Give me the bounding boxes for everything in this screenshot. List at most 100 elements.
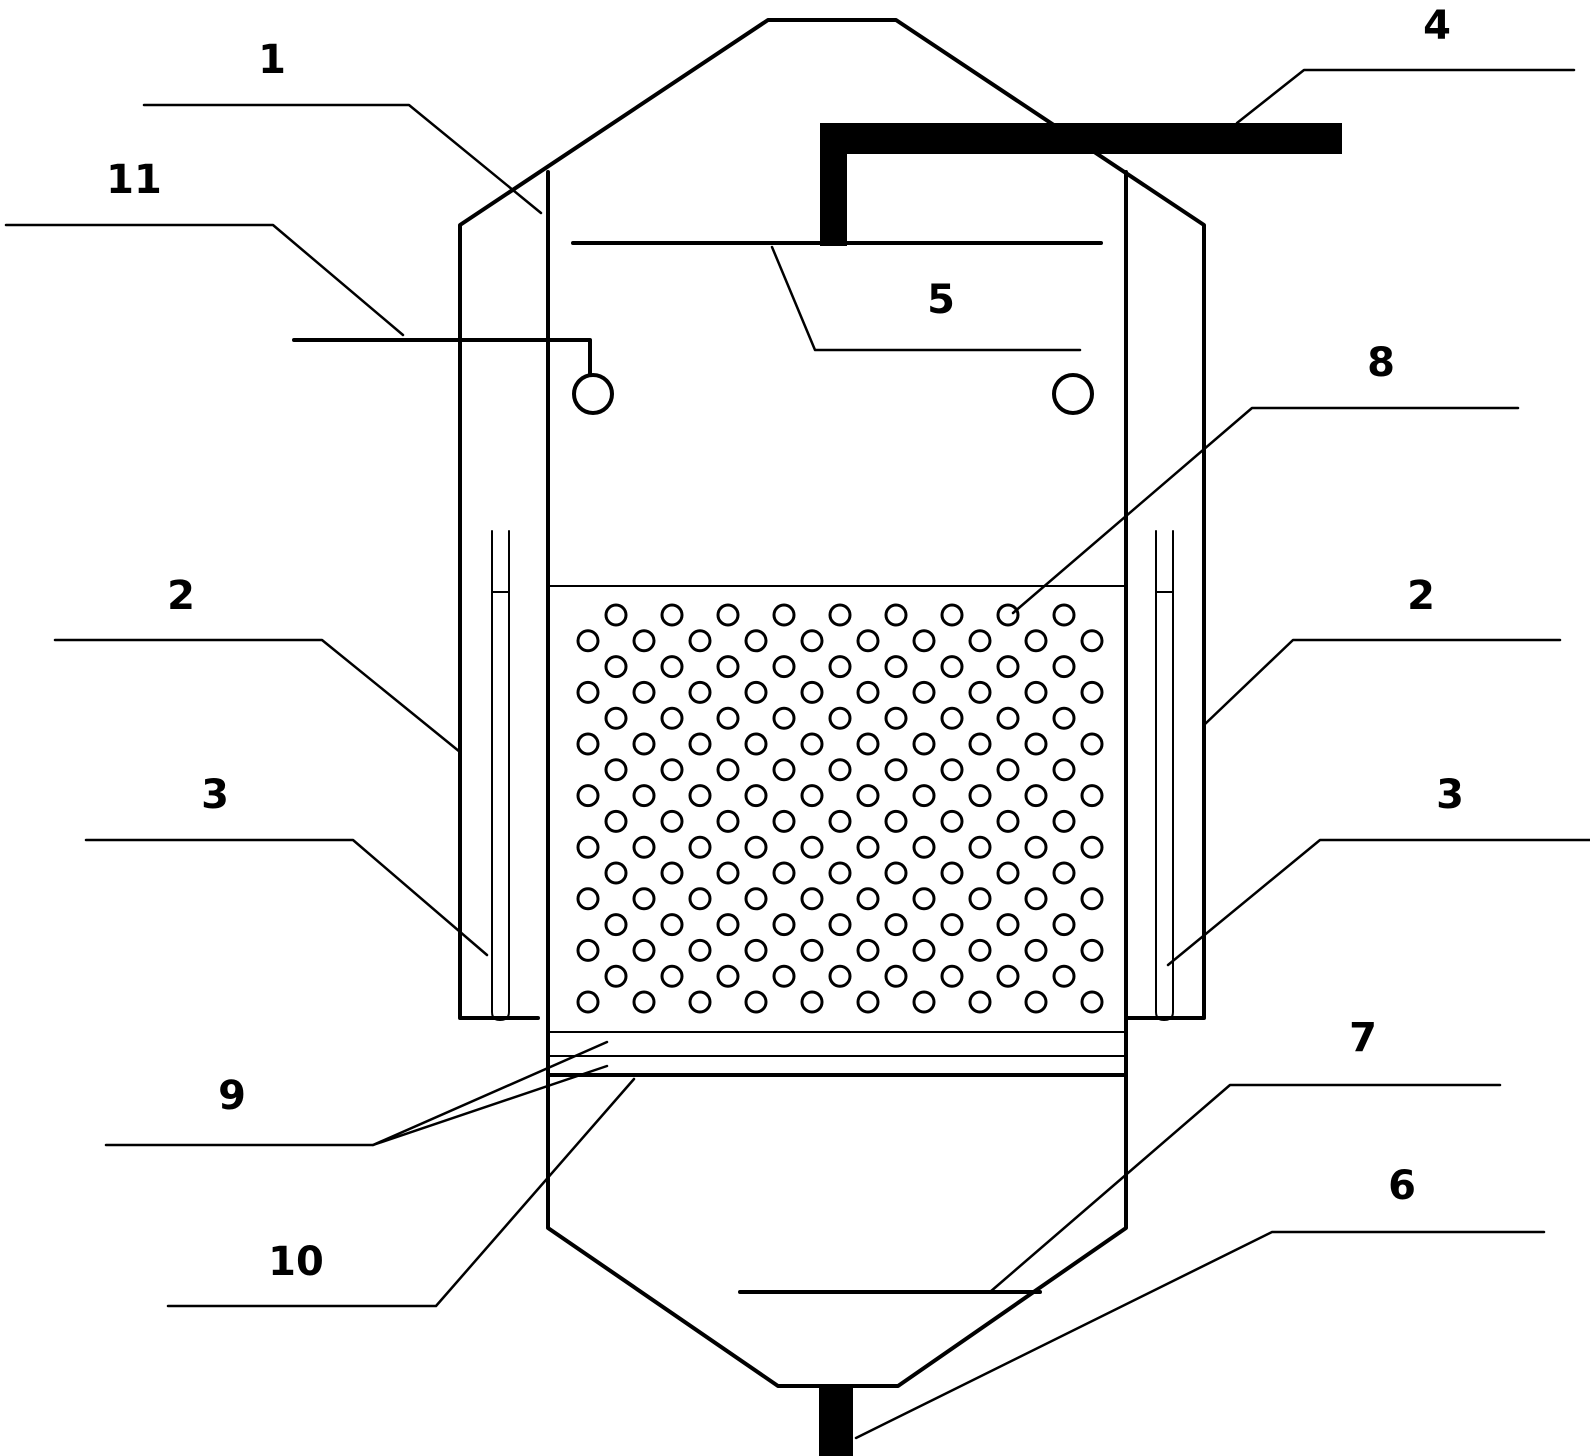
packing-ball (912, 680, 936, 704)
packing-ball (1024, 784, 1048, 808)
packing-ball (772, 861, 796, 885)
packing-ball (856, 887, 880, 911)
packing-ball (1024, 732, 1048, 756)
leader-3-left (84, 838, 489, 957)
packing-ball (912, 990, 936, 1014)
thermometer-right (1155, 530, 1174, 1022)
packing-ball (940, 655, 964, 679)
packing-ball (1080, 938, 1104, 962)
packing-ball (800, 887, 824, 911)
packing-ball (1080, 784, 1104, 808)
packing-ball (576, 887, 600, 911)
packing-ball (856, 680, 880, 704)
label-3-right: 3 (1436, 772, 1464, 818)
packing-ball (828, 603, 852, 627)
packing-ball (772, 809, 796, 833)
packing-ball (1080, 629, 1104, 653)
packing-ball (772, 655, 796, 679)
packing-ball (828, 913, 852, 937)
leader-7 (988, 1083, 1502, 1294)
packing-ball (576, 629, 600, 653)
packing-ball (1024, 938, 1048, 962)
packing-ball (688, 835, 712, 859)
packing-ball (744, 835, 768, 859)
packing-ball (996, 706, 1020, 730)
packing-ball (604, 706, 628, 730)
packing-ball (632, 680, 656, 704)
packing-ball (660, 758, 684, 782)
packing-ball (940, 809, 964, 833)
packing-ball (772, 603, 796, 627)
packing-ball (856, 938, 880, 962)
packing-ball (968, 887, 992, 911)
packing-ball (968, 990, 992, 1014)
packing-ball (1052, 655, 1076, 679)
leader-10 (166, 1077, 636, 1308)
label-1: 1 (258, 37, 286, 83)
packing-ball (968, 835, 992, 859)
packing-ball (884, 603, 908, 627)
packing-ball (940, 758, 964, 782)
packing-ball (688, 990, 712, 1014)
outer-jacket (458, 18, 1206, 1020)
packing-ball (912, 835, 936, 859)
packing-ball (996, 964, 1020, 988)
packing-ball (828, 758, 852, 782)
packing-ball (604, 861, 628, 885)
packing-ball (632, 732, 656, 756)
packing-ball (996, 809, 1020, 833)
label-2-left: 2 (167, 573, 195, 619)
top-outlet-pipe (820, 123, 1342, 246)
packing-ball (940, 964, 964, 988)
packing-ball (828, 706, 852, 730)
packing-ball (856, 835, 880, 859)
packing-ball (1080, 680, 1104, 704)
packing-ball (660, 603, 684, 627)
packing-ball (688, 938, 712, 962)
packing-ball (716, 861, 740, 885)
packing-ball (800, 732, 824, 756)
packing-ball (576, 732, 600, 756)
packing-ball (716, 964, 740, 988)
leader-1 (142, 103, 543, 215)
packing-ball (1080, 887, 1104, 911)
packing-ball (940, 706, 964, 730)
label-10: 10 (268, 1239, 324, 1285)
packing-ball (884, 655, 908, 679)
packing-ball (744, 990, 768, 1014)
packing-ball (828, 809, 852, 833)
label-8: 8 (1367, 340, 1395, 386)
packing-ball (884, 758, 908, 782)
packing-ball (716, 706, 740, 730)
packing-ball (772, 964, 796, 988)
packing-ball (772, 706, 796, 730)
packing-ball (800, 835, 824, 859)
packing-ball (744, 680, 768, 704)
packing-ball (968, 938, 992, 962)
packing-ball (968, 680, 992, 704)
leader-6 (854, 1230, 1546, 1440)
packing-ball (632, 938, 656, 962)
packing-ball (604, 758, 628, 782)
thermometer-left (491, 530, 510, 1022)
inlet-pipe (292, 338, 592, 376)
packing-ball (716, 655, 740, 679)
packing-ball (828, 861, 852, 885)
packing-ball (744, 784, 768, 808)
packing-ball (884, 964, 908, 988)
packing-ball (800, 990, 824, 1014)
packing-ball (576, 784, 600, 808)
packing-ball (688, 629, 712, 653)
packing-ball (856, 990, 880, 1014)
packing-ball (940, 603, 964, 627)
packing-ball (604, 964, 628, 988)
packing-ball (604, 655, 628, 679)
packing-ball (1080, 835, 1104, 859)
label-6: 6 (1388, 1163, 1416, 1209)
packing-ball (716, 809, 740, 833)
bottom-drain-pipe (819, 1386, 853, 1456)
packing-ball (884, 706, 908, 730)
packing-ball (828, 655, 852, 679)
packing-ball (576, 835, 600, 859)
leader-3-right (1166, 838, 1590, 967)
